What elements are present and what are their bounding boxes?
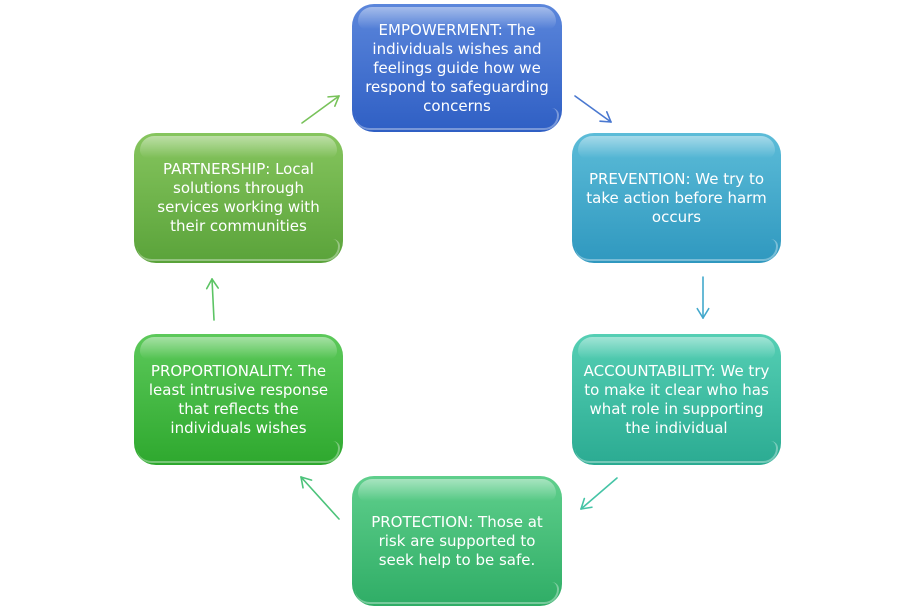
empowerment-box: EMPOWERMENT: The individuals wishes and … xyxy=(352,4,562,132)
partnership-box: PARTNERSHIP: Local solutions through ser… xyxy=(134,133,343,263)
protection-label: PROTECTION: Those at risk are supported … xyxy=(371,512,543,569)
partnership-label: PARTNERSHIP: Local solutions through ser… xyxy=(157,160,320,235)
arrow-empowerment-to-prevention xyxy=(574,95,612,123)
proportionality-box: PROPORTIONALITY: The least intrusive res… xyxy=(134,334,343,465)
arrow-partnership-to-empowerment xyxy=(301,95,340,124)
arrow-accountability-to-protection xyxy=(580,477,618,510)
prevention-box: PREVENTION: We try to take action before… xyxy=(572,133,781,263)
prevention-label: PREVENTION: We try to take action before… xyxy=(586,169,767,226)
accountability-label: ACCOUNTABILITY: We try to make it clear … xyxy=(583,361,770,437)
accountability-box: ACCOUNTABILITY: We try to make it clear … xyxy=(572,334,781,465)
arrow-proportionality-to-partnership xyxy=(205,278,219,321)
empowerment-label: EMPOWERMENT: The individuals wishes and … xyxy=(365,20,549,115)
arrow-protection-to-proportionality xyxy=(300,476,340,520)
proportionality-label: PROPORTIONALITY: The least intrusive res… xyxy=(148,361,329,437)
arrow-prevention-to-accountability xyxy=(696,276,710,319)
protection-box: PROTECTION: Those at risk are supported … xyxy=(352,476,562,606)
